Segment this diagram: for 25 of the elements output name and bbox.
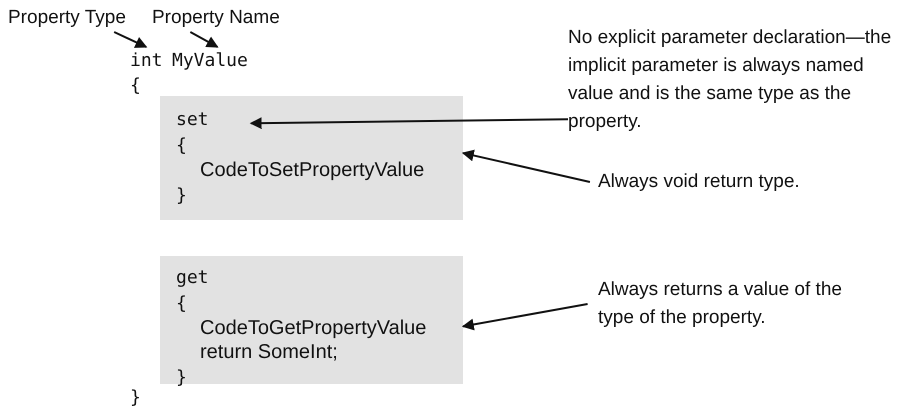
code-line: CodeToGetPropertyValue bbox=[200, 316, 426, 340]
code-line: return SomeInt; bbox=[200, 340, 338, 364]
code-brace: { bbox=[176, 134, 187, 158]
annotation-note: Always returns a value of the type of the property. bbox=[598, 276, 858, 332]
code-brace: { bbox=[130, 74, 141, 98]
annotation-label: Property Name bbox=[152, 4, 280, 32]
annotation-note: Always void return type. bbox=[598, 168, 800, 196]
arrow bbox=[114, 31, 148, 48]
code-block bbox=[160, 96, 463, 220]
code-identifier: MyValue bbox=[172, 47, 248, 75]
arrow bbox=[462, 303, 588, 330]
code-keyword: set bbox=[176, 108, 209, 132]
arrow bbox=[462, 150, 590, 183]
code-brace: } bbox=[130, 386, 141, 410]
code-keyword: int bbox=[130, 47, 163, 75]
code-line: CodeToSetPropertyValue bbox=[200, 158, 424, 182]
code-block bbox=[160, 256, 463, 384]
code-keyword: get bbox=[176, 266, 209, 290]
arrow bbox=[190, 31, 219, 48]
annotation-label: Property Type bbox=[8, 4, 126, 32]
arrow bbox=[250, 117, 568, 130]
code-brace: } bbox=[176, 184, 187, 208]
code-brace: { bbox=[176, 292, 187, 316]
annotation-note: No explicit parameter declaration—the implicit parameter is always named value and is the same type as the property. bbox=[568, 24, 898, 136]
code-brace: } bbox=[176, 366, 187, 390]
